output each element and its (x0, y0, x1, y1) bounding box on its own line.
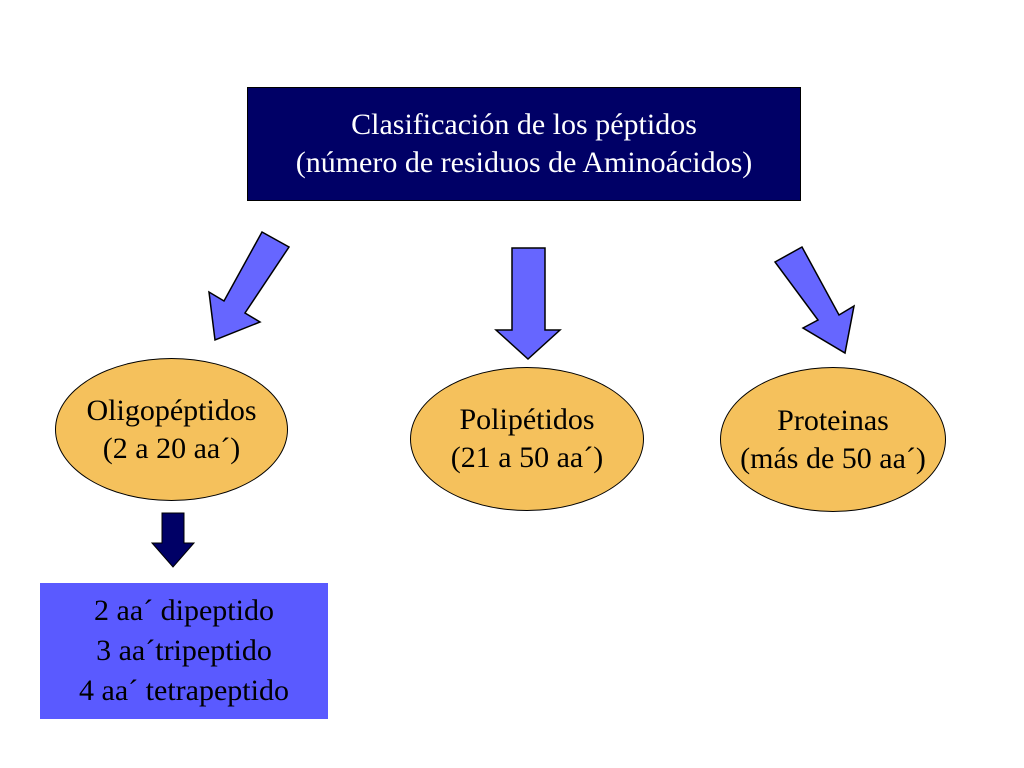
subtype-dipeptido: 2 aa´ dipeptido (94, 594, 274, 627)
arrow-to-polipetidos (494, 247, 562, 361)
polipetidos-range: (21 a 50 aa´) (450, 441, 604, 474)
title-line-1: Clasificación de los péptidos (351, 108, 697, 141)
arrow-to-subtypes (150, 512, 196, 568)
oval-proteinas: Proteinas (más de 50 aa´) (720, 367, 946, 512)
oval-oligopeptidos: Oligopéptidos (2 a 20 aa´) (55, 358, 288, 501)
subtypes-box: 2 aa´ dipeptido 3 aa´tripeptido 4 aa´ te… (40, 583, 328, 719)
subtype-tetrapeptido: 4 aa´ tetrapeptido (79, 674, 289, 707)
oligopeptidos-range: (2 a 20 aa´) (102, 431, 241, 465)
arrow-to-proteinas (773, 245, 856, 355)
oval-polipetidos: Polipétidos (21 a 50 aa´) (410, 367, 644, 511)
oligopeptidos-name: Oligopéptidos (86, 393, 257, 427)
diagram-title: Clasificación de los péptidos (número de… (247, 87, 801, 201)
proteinas-name: Proteinas (777, 403, 889, 437)
proteinas-range: (más de 50 aa´) (740, 441, 926, 475)
arrow-to-oligopeptidos (208, 230, 291, 342)
polipetidos-name: Polipétidos (459, 403, 595, 436)
subtype-tripeptido: 3 aa´tripeptido (96, 634, 272, 667)
title-line-2: (número de residuos de Aminoácidos) (295, 146, 753, 179)
